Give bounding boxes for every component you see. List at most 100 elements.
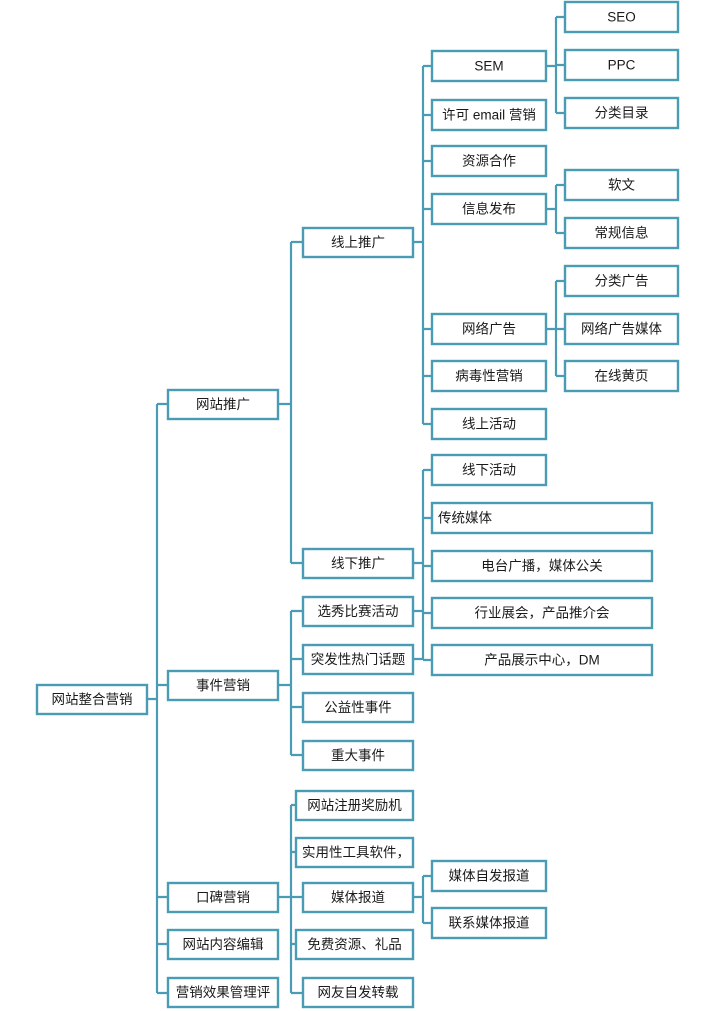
node-label-off-3: 电台广播，媒体公关 [481,559,603,574]
node-label-off-1: 线下活动 [462,463,516,478]
node-label-wom-5: 网友自发转载 [318,985,399,1000]
node-label-wom-4: 免费资源、礼品 [307,937,402,952]
connector-on-5 [546,279,565,378]
node-on-6[interactable]: 病毒性营销 [430,359,548,393]
node-ev-4[interactable]: 重大事件 [301,739,415,772]
node-label-root: 网站整合营销 [52,692,133,707]
node-on-2[interactable]: 许可 email 营销 [430,98,548,132]
connector-on-4 [546,183,565,235]
node-box-root[interactable] [35,683,149,716]
node-box-l2-3[interactable] [166,881,280,914]
node-box-l2-2[interactable] [166,669,280,702]
node-wom-5[interactable]: 网友自发转载 [301,976,415,1009]
node-on-4[interactable]: 信息发布 [430,192,548,226]
node-box-sem-3[interactable] [563,96,680,130]
node-box-on-4[interactable] [430,192,548,226]
node-box-l3-off[interactable] [301,547,415,580]
node-wom-4[interactable]: 免费资源、礼品 [294,928,415,961]
node-box-wom-1[interactable] [294,789,415,822]
node-box-off-5[interactable] [430,643,654,677]
node-on-3[interactable]: 资源合作 [430,144,548,178]
node-ad-1[interactable]: 分类广告 [563,264,680,298]
node-md-1[interactable]: 媒体自发报道 [430,859,548,893]
node-label-on-6: 病毒性营销 [455,369,523,384]
node-box-off-2[interactable] [430,501,654,535]
connector-l2-3 [278,803,303,995]
node-pub-2[interactable]: 常规信息 [563,216,680,250]
node-box-wom-2[interactable] [294,836,415,869]
connector-ev-1 [413,609,423,661]
node-label-ev-3: 公益性事件 [324,700,392,715]
node-off-4[interactable]: 行业展会，产品推介会 [430,596,654,630]
node-off-1[interactable]: 线下活动 [430,453,548,487]
node-sem-1[interactable]: SEO [563,0,680,34]
node-md-2[interactable]: 联系媒体报道 [430,906,548,940]
node-box-md-1[interactable] [430,859,548,893]
node-ad-2[interactable]: 网络广告媒体 [563,312,680,346]
node-l3-on[interactable]: 线上推广 [301,226,415,259]
node-ad-3[interactable]: 在线黄页 [563,359,680,393]
node-wom-2[interactable]: 实用性工具软件， [294,836,415,869]
node-l2-1[interactable]: 网站推广 [166,388,280,421]
node-label-ev-1: 选秀比赛活动 [318,604,399,619]
node-box-ad-1[interactable] [563,264,680,298]
node-box-md-2[interactable] [430,906,548,940]
node-box-on-1[interactable] [430,49,548,83]
node-box-wom-5[interactable] [301,976,415,1009]
node-box-on-6[interactable] [430,359,548,393]
node-sem-3[interactable]: 分类目录 [563,96,680,130]
node-ev-2[interactable]: 突发性热门话题 [301,643,415,676]
node-box-off-1[interactable] [430,453,548,487]
node-off-5[interactable]: 产品展示中心，DM [430,643,654,677]
node-off-3[interactable]: 电台广播，媒体公关 [430,549,654,583]
node-box-off-3[interactable] [430,549,654,583]
node-on-5[interactable]: 网络广告 [430,312,548,346]
node-root[interactable]: 网站整合营销 [35,683,149,716]
node-box-pub-1[interactable] [563,168,680,202]
node-box-l3-on[interactable] [301,226,415,259]
node-label-pub-2: 常规信息 [595,225,649,241]
node-l2-5[interactable]: 营销效果管理评 [166,976,280,1009]
node-label-sem-3: 分类目录 [595,106,649,121]
node-box-ev-3[interactable] [301,691,415,724]
node-box-ev-2[interactable] [301,643,415,676]
node-box-on-5[interactable] [430,312,548,346]
node-l2-4[interactable]: 网站内容编辑 [166,928,280,961]
node-box-off-4[interactable] [430,596,654,630]
node-box-l2-1[interactable] [166,388,280,421]
node-off-2[interactable]: 传统媒体 [430,501,654,535]
node-box-wom-3[interactable] [301,881,415,914]
node-l2-2[interactable]: 事件营销 [166,669,280,702]
node-on-7[interactable]: 线上活动 [430,407,548,441]
node-label-on-2: 许可 email 营销 [442,108,536,123]
node-wom-3[interactable]: 媒体报道 [301,881,415,914]
node-label-off-5: 产品展示中心，DM [484,653,600,668]
node-ev-1[interactable]: 选秀比赛活动 [301,595,415,628]
node-wom-1[interactable]: 网站注册奖励机 [294,789,415,822]
node-box-wom-4[interactable] [294,928,415,961]
node-box-on-7[interactable] [430,407,548,441]
node-label-l3-on: 线上推广 [331,235,385,250]
node-label-sem-2: PPC [608,58,636,73]
node-box-sem-1[interactable] [563,0,680,34]
node-box-on-2[interactable] [430,98,548,132]
node-on-1[interactable]: SEM [430,49,548,83]
node-label-wom-2: 实用性工具软件， [302,845,410,860]
node-pub-1[interactable]: 软文 [563,168,680,202]
node-box-ev-4[interactable] [301,739,415,772]
node-sem-2[interactable]: PPC [563,48,680,82]
node-box-pub-2[interactable] [563,216,680,250]
node-box-l2-5[interactable] [166,976,280,1009]
node-ev-3[interactable]: 公益性事件 [301,691,415,724]
node-box-on-3[interactable] [430,144,548,178]
node-box-sem-2[interactable] [563,48,680,82]
node-box-l2-4[interactable] [166,928,280,961]
node-box-ev-1[interactable] [301,595,415,628]
node-l2-3[interactable]: 口碑营销 [166,881,280,914]
connector-root [147,402,168,995]
node-l3-off[interactable]: 线下推广 [301,547,415,580]
node-box-ad-3[interactable] [563,359,680,393]
node-box-ad-2[interactable] [563,312,680,346]
